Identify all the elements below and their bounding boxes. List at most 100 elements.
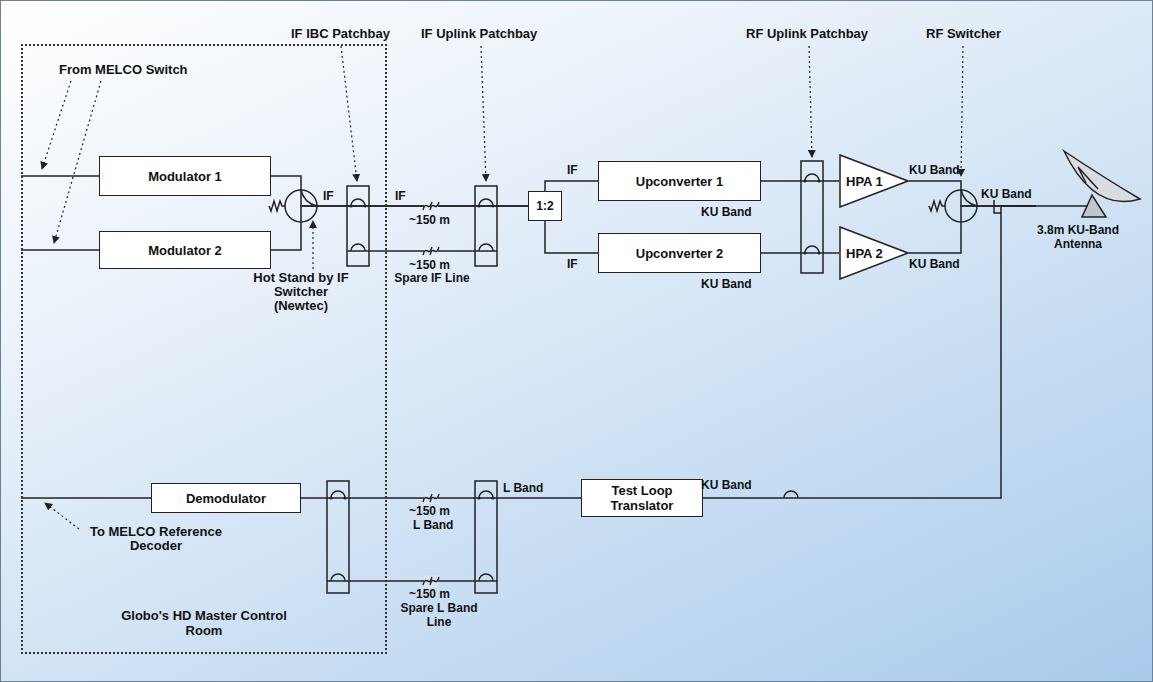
jack-dot <box>817 251 820 254</box>
connector <box>545 221 598 253</box>
connector <box>301 497 581 499</box>
leader-line <box>54 81 101 243</box>
jack-dot <box>491 204 494 207</box>
annotation: KU Band <box>701 277 752 291</box>
jack-dot <box>803 179 806 182</box>
patch-jack <box>331 174 819 581</box>
connector <box>271 176 528 206</box>
annotation: From MELCO Switch <box>59 63 188 77</box>
leader-line <box>45 503 79 529</box>
leader-line <box>481 46 486 181</box>
antenna: 3.8m KU-Band Antenna <box>1036 143 1146 269</box>
annotation: IF Uplink Patchbay <box>421 27 537 41</box>
annotation: ~150 m <box>409 213 450 227</box>
jack-dot <box>363 204 366 207</box>
rf-switch <box>945 190 977 222</box>
amplifier-shape <box>840 155 908 207</box>
termination <box>269 201 285 211</box>
jack-dot <box>477 496 480 499</box>
input-wire <box>21 249 99 251</box>
jack-dot <box>349 204 352 207</box>
coupler <box>994 200 1001 213</box>
amplifier-triangle: HPA 1 <box>839 154 909 208</box>
dish-bowl <box>1064 151 1140 202</box>
jack-dot <box>491 496 494 499</box>
node-text: HPA 1 <box>839 174 883 189</box>
annotation: KU Band <box>909 257 960 271</box>
connector <box>909 206 1036 253</box>
annotation: IF <box>395 189 406 203</box>
node-text: HPA 2 <box>839 246 883 261</box>
annotation: Spare IF Line <box>393 271 471 285</box>
leader-line <box>961 46 963 176</box>
annotation: ~150 m <box>409 587 450 601</box>
node-text: Modulator 1 <box>148 169 222 184</box>
termination <box>929 201 945 211</box>
annotation: RF Uplink Patchbay <box>746 27 868 41</box>
node-text: 3.8m KU-Band Antenna <box>1036 223 1120 251</box>
node-text: Upconverter 1 <box>636 174 723 189</box>
node-text: Test Loop Translator <box>582 483 702 513</box>
leader-line <box>312 221 313 269</box>
jack-dot <box>803 251 806 254</box>
jack-dot <box>343 496 346 499</box>
patchbay <box>801 161 823 273</box>
annotation: KU Band <box>981 187 1032 201</box>
switch-arc <box>301 190 317 206</box>
if-switch <box>285 190 317 222</box>
node-text: Modulator 2 <box>148 243 222 258</box>
annotation: IF <box>567 163 578 177</box>
patchbay <box>475 186 497 266</box>
node-text: Upconverter 2 <box>636 246 723 261</box>
annotation: Hot Stand by IF Switcher (Newtec) <box>251 271 351 313</box>
switch-arc <box>961 190 977 206</box>
annotation: IF <box>323 189 334 203</box>
annotation: RF Switcher <box>926 27 1001 41</box>
annotation: ~150 m <box>409 504 450 518</box>
control-room-region: Globo's HD Master Control Room Modulator … <box>21 44 387 654</box>
patchbay <box>347 186 369 266</box>
connector <box>909 181 1036 206</box>
leader-line <box>341 46 357 181</box>
dish-pedestal <box>1036 195 1106 217</box>
patchbay <box>475 481 497 593</box>
input-wire <box>21 175 99 177</box>
annotation: KU Band <box>701 205 752 219</box>
annotation: KU Band <box>909 163 960 177</box>
annotation: ~150 m <box>409 258 450 272</box>
amplifier-shape <box>840 227 908 279</box>
node-text: 1:2 <box>536 199 553 214</box>
annotation: IF IBC Patchbay <box>291 27 390 41</box>
connector <box>271 206 528 250</box>
annotation: IF <box>567 257 578 271</box>
dish-antenna <box>1036 143 1146 223</box>
spare-l-band-line <box>327 580 497 582</box>
modulator-box: Modulator 1 <box>99 156 271 196</box>
patchbay <box>327 481 349 593</box>
leader-line <box>809 46 812 157</box>
annotation: Spare L Band Line <box>387 601 491 629</box>
output-wire <box>21 497 151 499</box>
jack-dot <box>477 204 480 207</box>
annotation: L Band <box>413 518 453 532</box>
jack-dot <box>817 179 820 182</box>
dish-feed <box>1078 167 1098 189</box>
upconverter-box: Upconverter 1 <box>598 161 761 201</box>
amplifier-triangle: HPA 2 <box>839 226 909 280</box>
annotation: To MELCO Reference Decoder <box>81 525 231 553</box>
modulator-box: Modulator 2 <box>99 231 271 269</box>
demodulator-box: Demodulator <box>151 483 301 513</box>
annotation: KU Band <box>701 478 752 492</box>
node-text: Globo's HD Master Control Room <box>114 608 294 638</box>
connector <box>761 252 839 254</box>
translator-box: Test Loop Translator <box>581 479 703 517</box>
connector <box>761 180 839 182</box>
node-text: Demodulator <box>186 491 266 506</box>
annotation: L Band <box>503 481 543 495</box>
connector <box>545 181 598 191</box>
splitter-box: 1:2 <box>528 191 562 221</box>
